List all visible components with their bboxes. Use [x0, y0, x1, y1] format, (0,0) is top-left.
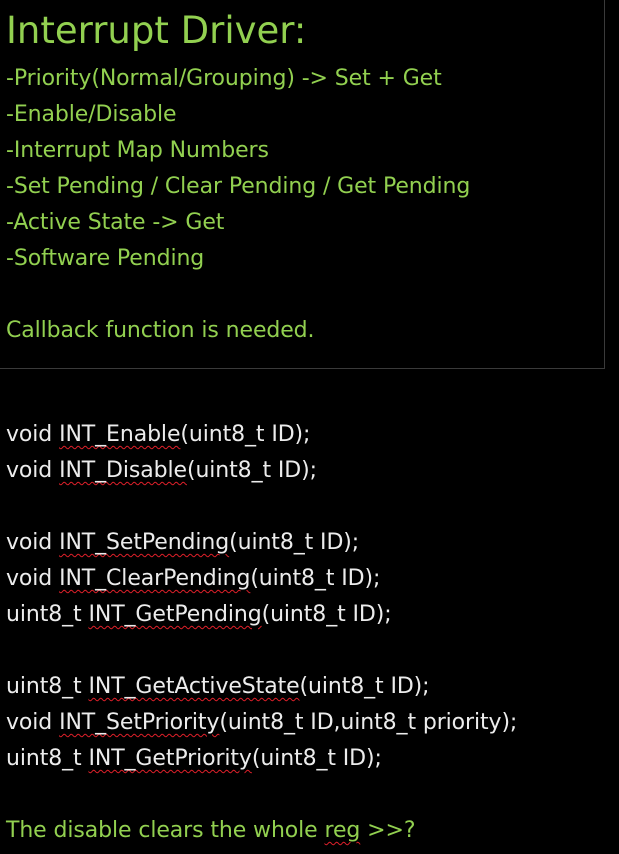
return-type: void	[6, 458, 60, 483]
parameters: (uint8_t ID);	[299, 674, 430, 699]
parameters: (uint8_t ID);	[229, 530, 360, 555]
function-name: INT_Enable	[59, 422, 181, 447]
code-line-set-pending: void INT_SetPending(uint8_t ID);	[6, 528, 359, 558]
parameters: (uint8_t ID);	[261, 602, 392, 627]
question-suffix: >>?	[360, 818, 416, 843]
question-note: The disable clears the whole reg >>?	[6, 816, 416, 846]
question-misspelled-word: reg	[324, 818, 361, 843]
function-name: INT_ClearPending	[59, 566, 251, 591]
function-name: INT_GetPriority	[88, 746, 252, 771]
return-type: uint8_t	[6, 674, 89, 699]
code-line-get-pending: uint8_t INT_GetPending(uint8_t ID);	[6, 600, 392, 630]
code-line-set-priority: void INT_SetPriority(uint8_t ID,uint8_t …	[6, 708, 517, 738]
feature-item-active-state: -Active State -> Get	[6, 210, 225, 235]
parameters: (uint8_t ID);	[251, 746, 382, 771]
parameters: (uint8_t ID);	[180, 422, 311, 447]
code-line-get-active-state: uint8_t INT_GetActiveState(uint8_t ID);	[6, 672, 430, 702]
return-type: void	[6, 710, 60, 735]
note-container	[0, 0, 605, 369]
function-name: INT_Disable	[59, 458, 187, 483]
feature-item-software-pending: -Software Pending	[6, 246, 205, 271]
feature-item-pending: -Set Pending / Clear Pending / Get Pendi…	[6, 174, 471, 199]
function-name: INT_SetPriority	[59, 710, 220, 735]
feature-item-interrupt-map: -Interrupt Map Numbers	[6, 138, 269, 163]
return-type: void	[6, 530, 60, 555]
parameters: (uint8_t ID);	[186, 458, 317, 483]
return-type: void	[6, 566, 60, 591]
question-text: The disable clears the whole	[6, 818, 325, 843]
feature-item-enable-disable: -Enable/Disable	[6, 102, 177, 127]
return-type: uint8_t	[6, 602, 89, 627]
feature-item-priority: -Priority(Normal/Grouping) -> Set + Get	[6, 66, 442, 91]
parameters: (uint8_t ID);	[250, 566, 381, 591]
parameters: (uint8_t ID,uint8_t priority);	[219, 710, 518, 735]
code-line-enable: void INT_Enable(uint8_t ID);	[6, 420, 310, 450]
function-name: INT_GetPending	[88, 602, 262, 627]
code-line-disable: void INT_Disable(uint8_t ID);	[6, 456, 317, 486]
code-line-clear-pending: void INT_ClearPending(uint8_t ID);	[6, 564, 380, 594]
callback-note: Callback function is needed.	[6, 318, 315, 343]
return-type: uint8_t	[6, 746, 89, 771]
code-line-get-priority: uint8_t INT_GetPriority(uint8_t ID);	[6, 744, 382, 774]
function-name: INT_SetPending	[59, 530, 230, 555]
note-title: Interrupt Driver:	[6, 9, 307, 52]
return-type: void	[6, 422, 60, 447]
function-name: INT_GetActiveState	[88, 674, 300, 699]
